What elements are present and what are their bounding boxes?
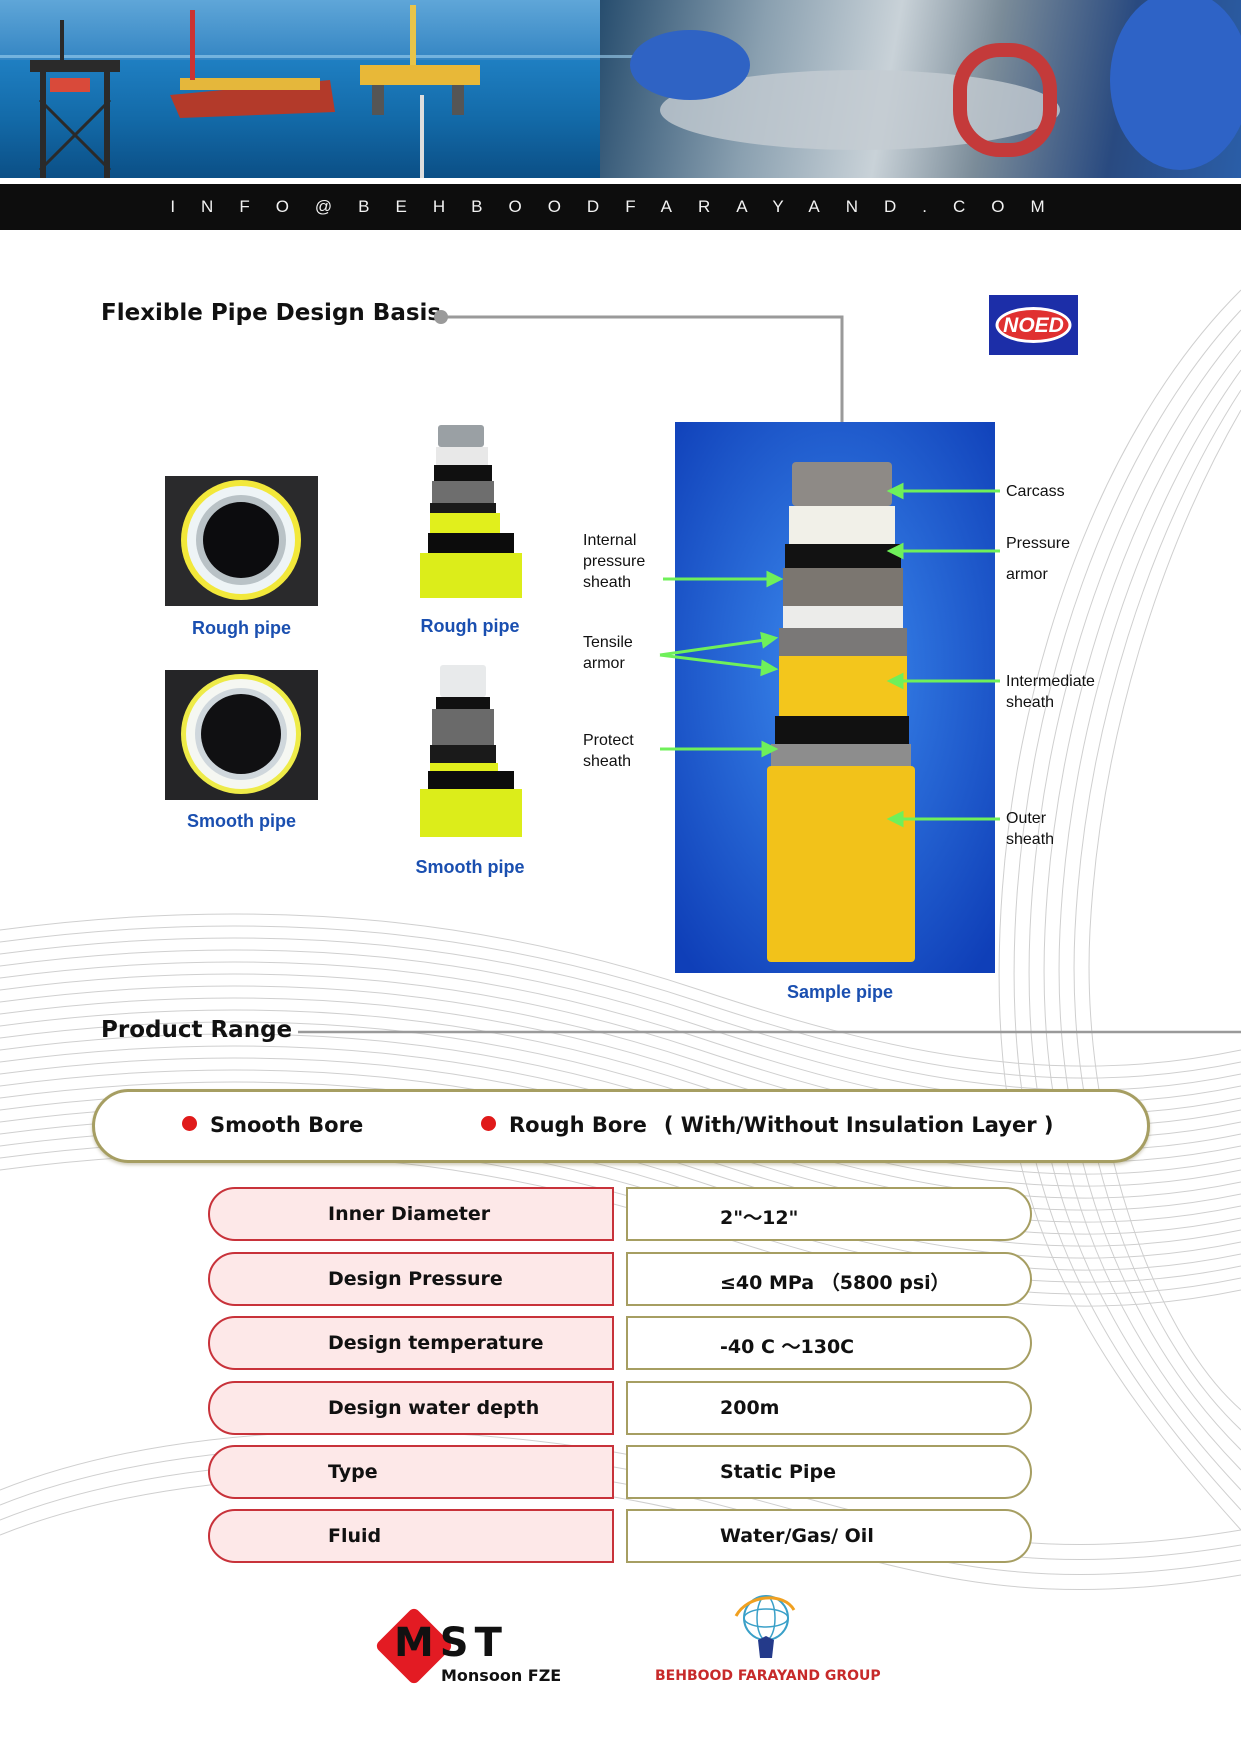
design-basis-title: Flexible Pipe Design Basis	[101, 300, 442, 326]
title-connector-line	[434, 310, 844, 423]
spec-key-cell: Fluid	[208, 1509, 614, 1563]
bullet-icon	[182, 1116, 197, 1131]
smooth-pipe-render	[420, 665, 522, 837]
mst-logo-diamond	[376, 1608, 452, 1684]
sample-pipe-photo	[675, 422, 995, 973]
bullet-icon	[481, 1116, 496, 1131]
spec-key-cell: Type	[208, 1445, 614, 1499]
rough-pipe-photo	[165, 476, 318, 606]
spec-value-cell: ≤40 MPa （5800 psi）	[626, 1252, 1032, 1306]
banner-divider	[0, 178, 1241, 184]
noed-logo-text: NOED	[1003, 314, 1064, 337]
spec-row: Design temperature -40 C ～130C	[208, 1316, 1032, 1370]
spec-key-cell: Design water depth	[208, 1381, 614, 1435]
smooth-pipe-render-caption: Smooth pipe	[415, 857, 525, 877]
bore-type-box	[92, 1089, 1150, 1163]
label-outer-sheath: Outer sheath	[1006, 810, 1055, 848]
label-intermediate-sheath: Intermediate sheath	[1006, 673, 1095, 711]
smooth-bore-item: Smooth Bore	[182, 1113, 363, 1137]
sample-pipe-caption: Sample pipe	[786, 982, 894, 1002]
label-protect-sheath: Protect sheath	[583, 732, 634, 770]
rough-pipe-photo-caption: Rough pipe	[192, 618, 291, 638]
spec-key-cell: Inner Diameter	[208, 1187, 614, 1241]
spec-row: Type Static Pipe	[208, 1445, 1032, 1499]
behbood-group-name: BEHBOOD FARAYAND GROUP	[655, 1668, 881, 1684]
spec-row: Fluid Water/Gas/ Oil	[208, 1509, 1032, 1563]
rough-bore-item: Rough Bore( With/Without Insulation Laye…	[481, 1113, 1054, 1137]
spec-value-cell: Water/Gas/ Oil	[626, 1509, 1032, 1563]
contact-email: INFO@BEHBOODFARAYAND.COM	[170, 197, 1071, 216]
product-range-title: Product Range	[101, 1017, 293, 1043]
spec-value-cell: 2"～12"	[626, 1187, 1032, 1241]
layer-arrows	[659, 482, 1000, 828]
smooth-pipe-photo-caption: Smooth pipe	[187, 811, 296, 831]
offshore-platforms-image	[0, 60, 700, 178]
smooth-pipe-photo	[165, 670, 318, 800]
spec-value-cell: Static Pipe	[626, 1445, 1032, 1499]
noed-logo: NOED	[989, 295, 1078, 355]
label-pressure: Pressure	[1006, 535, 1071, 552]
banner-illustration	[0, 0, 1241, 178]
label-carcass: Carcass	[1006, 483, 1065, 500]
header-banner-photo	[0, 0, 1241, 178]
label-tensile-armor: Tensile armor	[583, 634, 633, 672]
spec-value-cell: -40 C ～130C	[626, 1316, 1032, 1370]
label-internal-pressure-sheath: Internal pressure sheath	[583, 532, 646, 591]
product-range-rule	[298, 1030, 1241, 1034]
spec-row: Design water depth 200m	[208, 1381, 1032, 1435]
mst-logo-text: MST	[394, 1620, 508, 1666]
mst-company-name: Monsoon FZE	[441, 1666, 562, 1685]
spec-row: Inner Diameter 2"～12"	[208, 1187, 1032, 1241]
spec-key-cell: Design Pressure	[208, 1252, 614, 1306]
behbood-globe-logo	[734, 1595, 796, 1658]
rough-pipe-render	[420, 425, 522, 598]
spec-value-cell: 200m	[626, 1381, 1032, 1435]
rough-pipe-render-caption: Rough pipe	[420, 616, 520, 636]
spec-row: Design Pressure ≤40 MPa （5800 psi）	[208, 1252, 1032, 1306]
email-bar: INFO@BEHBOODFARAYAND.COM	[0, 184, 1241, 230]
spec-key-cell: Design temperature	[208, 1316, 614, 1370]
label-pressure-armor: armor	[1006, 566, 1048, 583]
